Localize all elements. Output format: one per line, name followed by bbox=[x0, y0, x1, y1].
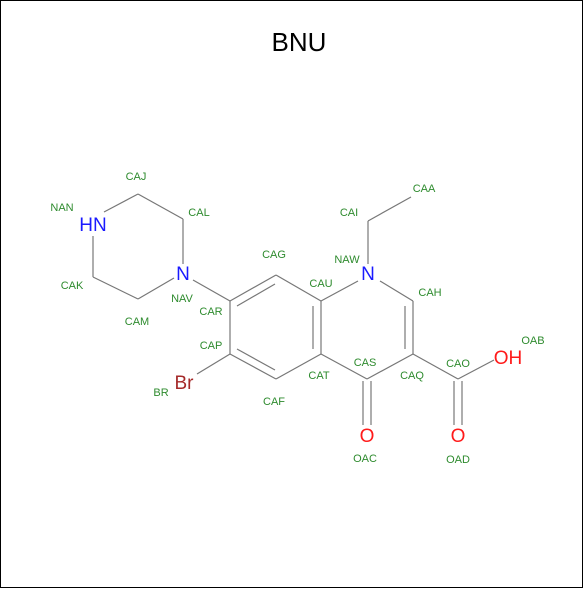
bond bbox=[137, 277, 175, 300]
atom-oxygen: O bbox=[451, 426, 466, 447]
atom-label: OAD bbox=[446, 454, 470, 466]
atom-bromine: Br bbox=[175, 373, 195, 394]
bond bbox=[366, 353, 414, 380]
atom-label: CAJ bbox=[126, 171, 147, 183]
bond bbox=[192, 279, 231, 302]
bond bbox=[137, 193, 184, 220]
atom-label: NAN bbox=[50, 202, 73, 214]
diagram-title: BNU bbox=[272, 27, 327, 57]
bonds bbox=[92, 193, 495, 425]
atom-label: BR bbox=[153, 387, 168, 399]
bond bbox=[196, 353, 231, 375]
bond bbox=[103, 193, 139, 213]
bond bbox=[367, 196, 412, 222]
atom-label: CAF bbox=[263, 396, 285, 408]
atom-hydroxyl: OH bbox=[494, 348, 523, 369]
atom-label: CAI bbox=[340, 207, 358, 219]
bond bbox=[275, 353, 322, 380]
atom-label: CAQ bbox=[400, 370, 424, 382]
atom-label: CAA bbox=[413, 183, 436, 195]
atom-label: NAV bbox=[171, 293, 193, 305]
atom-label: CAG bbox=[262, 249, 286, 261]
atom-nitrogen: HN bbox=[79, 215, 106, 236]
atom-label: CAM bbox=[125, 316, 149, 328]
atom-label: CAR bbox=[199, 306, 222, 318]
bond bbox=[229, 353, 277, 380]
atom-nitrogen: N bbox=[176, 264, 190, 285]
bond bbox=[92, 276, 139, 300]
atom-label: OAB bbox=[521, 335, 544, 347]
bond bbox=[320, 280, 359, 302]
atom-label: CAT bbox=[308, 370, 329, 382]
atom-label: NAW bbox=[334, 254, 360, 266]
atom-label: CAL bbox=[188, 207, 209, 219]
bond bbox=[236, 283, 276, 307]
atom-label: CAK bbox=[61, 280, 84, 292]
atom-oxygen: O bbox=[360, 426, 375, 447]
atom-label: OAC bbox=[353, 453, 377, 465]
atom-label: CAO bbox=[446, 358, 470, 370]
bond bbox=[275, 274, 322, 302]
bond bbox=[229, 274, 277, 302]
bond bbox=[379, 280, 414, 302]
bond bbox=[412, 353, 459, 380]
atom-label: CAP bbox=[200, 340, 223, 352]
atom-label: CAS bbox=[354, 357, 377, 369]
atom-nitrogen: N bbox=[361, 264, 375, 285]
atom-label: CAH bbox=[418, 287, 441, 299]
bond bbox=[236, 348, 276, 371]
atom-label: CAU bbox=[309, 278, 332, 290]
bond bbox=[320, 353, 368, 380]
bond bbox=[457, 359, 495, 380]
